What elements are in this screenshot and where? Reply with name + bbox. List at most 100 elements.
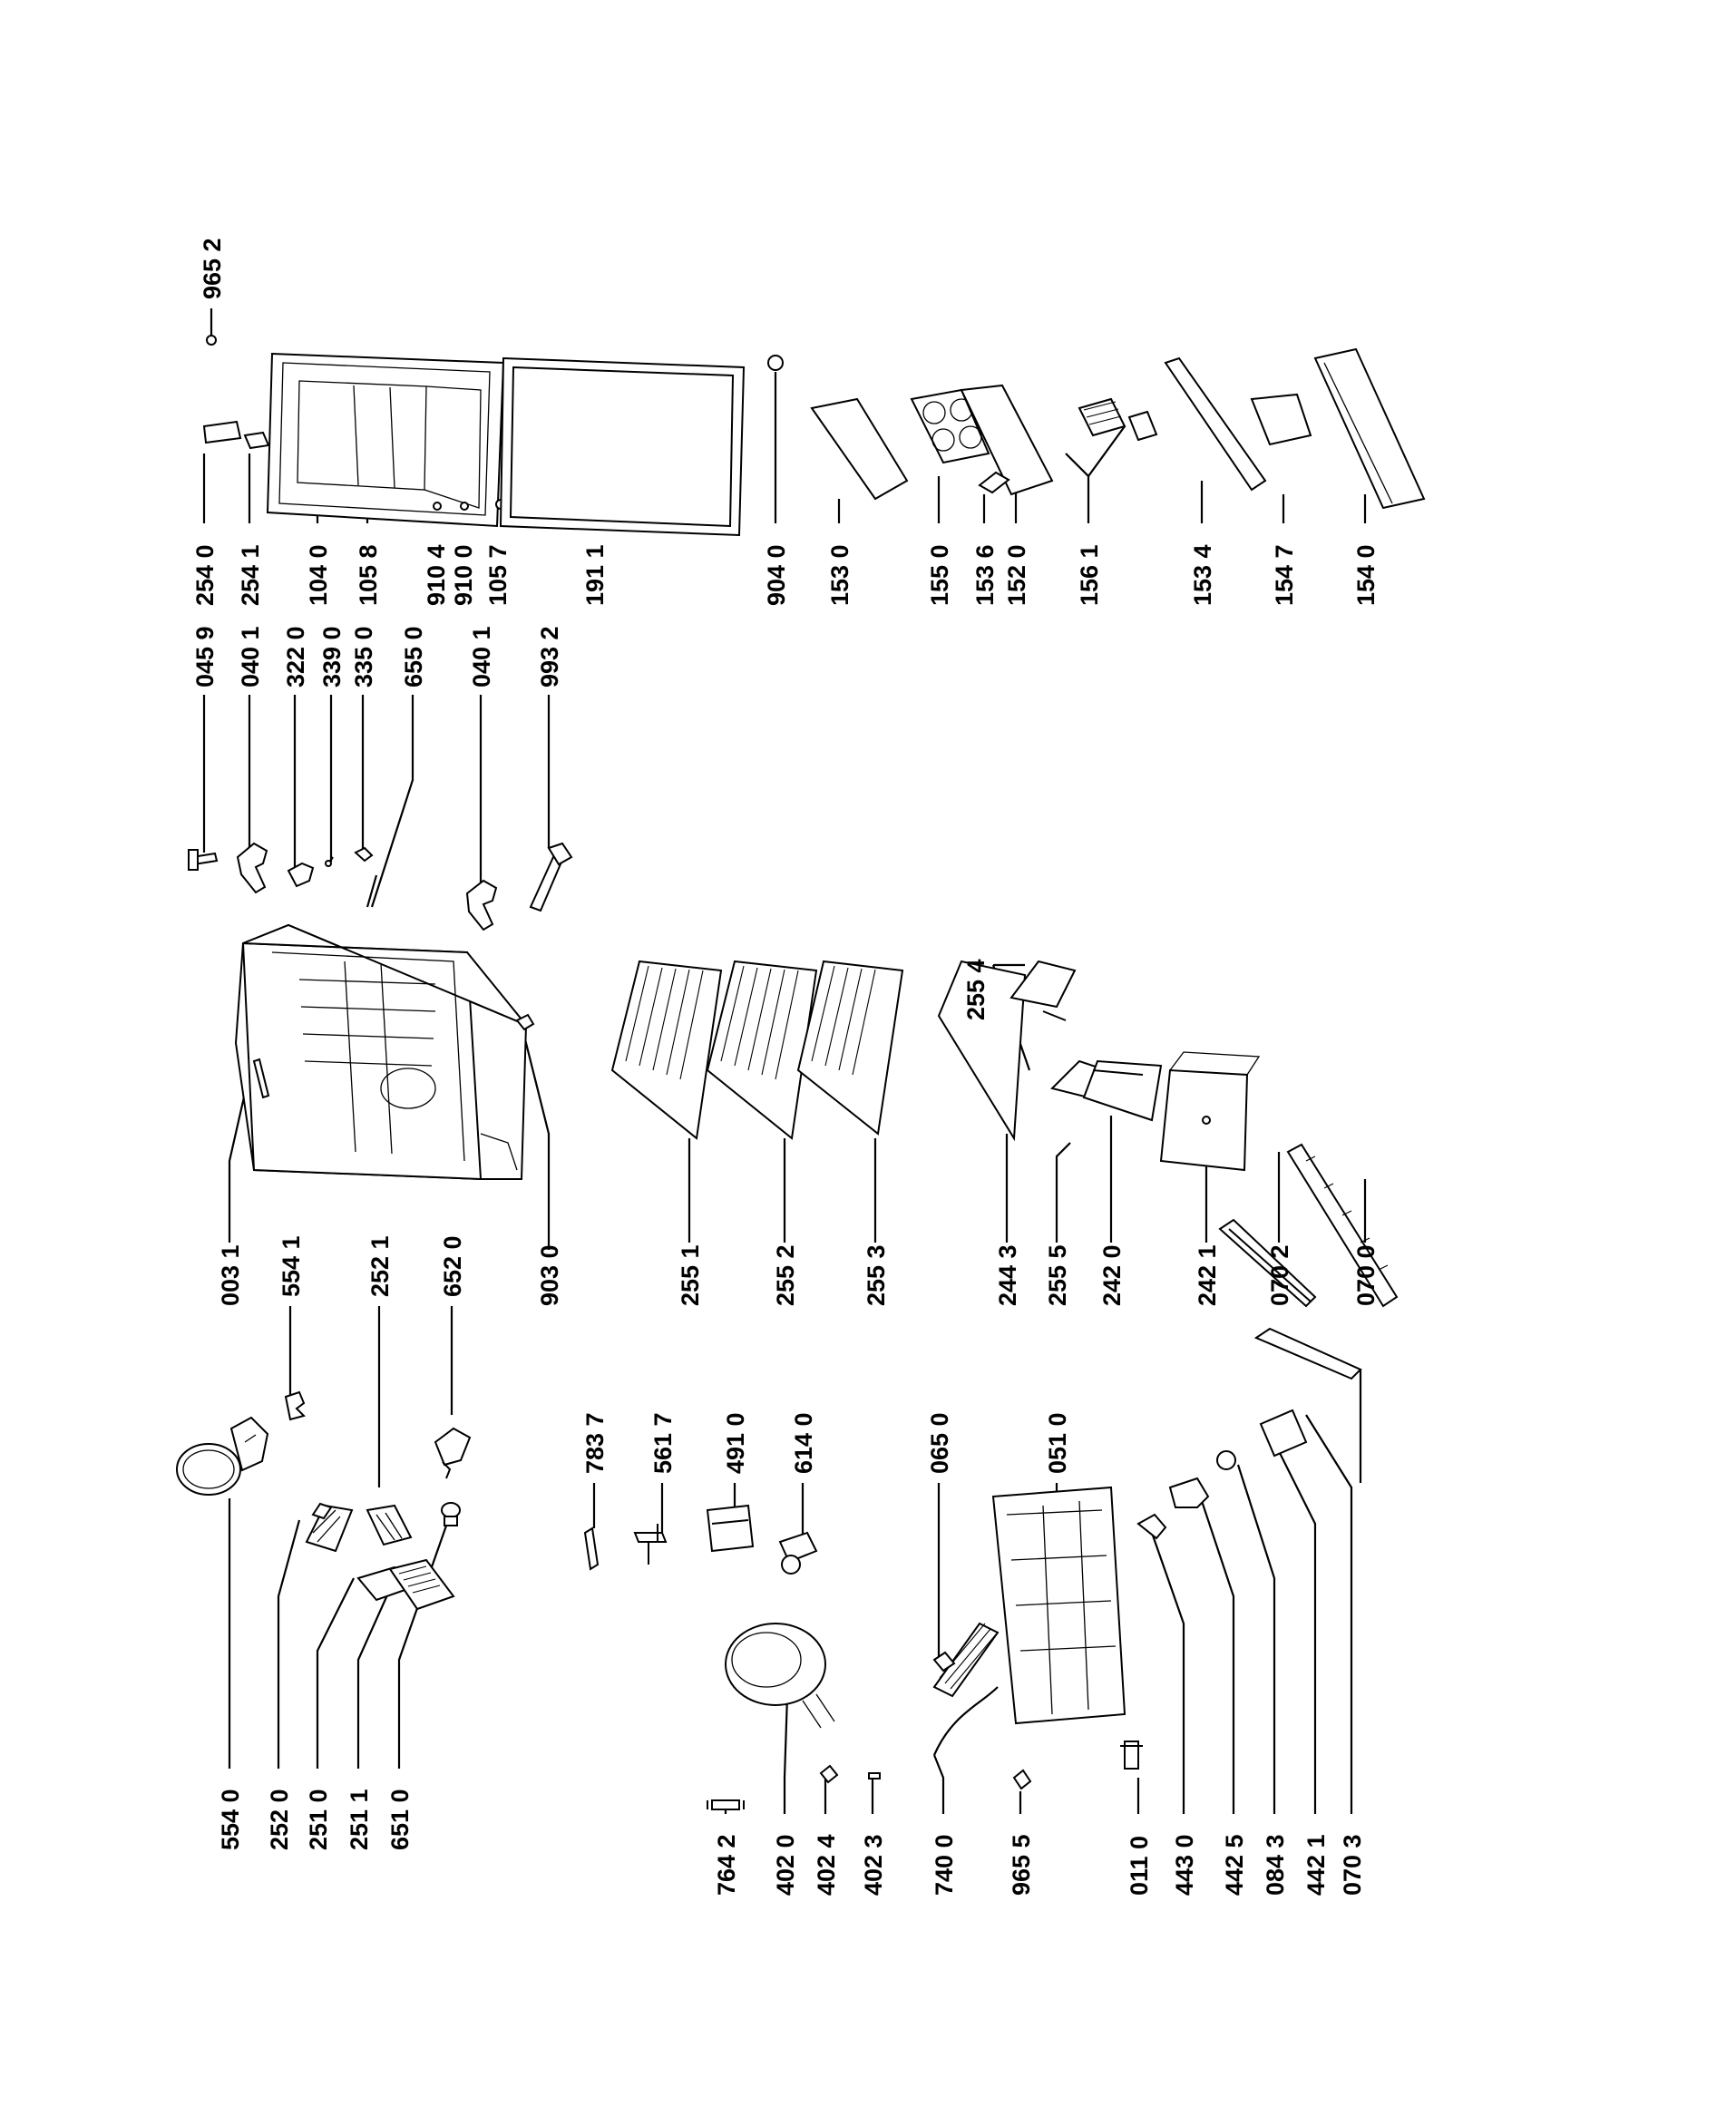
callout-label: 252 1 <box>366 1235 394 1297</box>
callout-label: 491 0 <box>722 1412 749 1474</box>
part-965-5 <box>1012 1769 1032 1790</box>
part-compressor <box>725 1623 835 1729</box>
callout-label: 065 0 <box>926 1412 953 1474</box>
part-614-0 <box>778 1531 818 1575</box>
callout-label: 153 0 <box>826 544 853 606</box>
callout-label: 339 0 <box>318 626 346 687</box>
part-door <box>266 352 505 528</box>
part-070-3 <box>1253 1327 1362 1380</box>
part-903 <box>515 1013 535 1031</box>
callout-label: 402 0 <box>772 1834 799 1896</box>
part-lamp-bulb <box>441 1502 461 1526</box>
part-783-7 <box>583 1526 600 1571</box>
callout-label: 910 0 <box>450 544 477 606</box>
part-crisper-cover <box>937 960 1027 1142</box>
callout-label: 153 4 <box>1189 544 1216 606</box>
part-shelf-1 <box>610 960 723 1140</box>
callout-label: 070 0 <box>1352 1244 1380 1306</box>
part-442-1 <box>1259 1409 1308 1458</box>
callout-label: 104 0 <box>305 544 332 606</box>
callout-label: 255 2 <box>772 1244 799 1306</box>
callout-label: 153 6 <box>971 544 999 606</box>
callout-label: 764 2 <box>713 1834 740 1896</box>
callout-label: 040 1 <box>237 626 264 687</box>
part-491-0 <box>706 1504 755 1553</box>
callout-label: 244 3 <box>994 1244 1021 1306</box>
callout-labels: 554 0 252 0 251 0 251 1 651 0 554 1 252 … <box>191 238 1380 1896</box>
callout-label: 443 0 <box>1171 1834 1198 1896</box>
callout-label: 335 0 <box>350 626 377 687</box>
callout-label: 154 0 <box>1352 544 1380 606</box>
part-lamp-holder <box>434 1427 472 1479</box>
callout-label: 254 0 <box>191 544 219 606</box>
part-011-0 <box>1120 1741 1143 1770</box>
callout-label: 904 0 <box>763 544 790 606</box>
callout-label: 003 1 <box>217 1244 244 1306</box>
part-shelf-2 <box>706 960 818 1140</box>
callout-label: 045 9 <box>191 626 219 687</box>
callout-label: 993 2 <box>536 626 563 687</box>
callout-label: 070 3 <box>1339 1834 1366 1896</box>
part-crisper-drawer <box>1159 1051 1261 1172</box>
callout-label: 051 0 <box>1044 1412 1071 1474</box>
callout-label: 254 1 <box>237 544 264 606</box>
part-rail-0702 <box>1218 1218 1317 1308</box>
callout-label: 154 7 <box>1271 544 1298 606</box>
callout-label: 251 0 <box>305 1789 332 1850</box>
callout-label: 105 7 <box>484 544 512 606</box>
part-561-7 <box>633 1524 668 1565</box>
callout-label: 554 0 <box>217 1789 244 1850</box>
part-065-0 <box>932 1651 956 1672</box>
part-443-0 <box>1136 1513 1167 1540</box>
callout-label: 255 4 <box>962 959 990 1020</box>
part-door-shelves <box>767 347 1426 510</box>
part-965-2 <box>206 335 217 346</box>
callout-label: 740 0 <box>931 1834 958 1896</box>
callout-label: 402 4 <box>813 1834 840 1896</box>
callout-label: 156 1 <box>1076 544 1103 606</box>
part-clip <box>284 1390 306 1421</box>
callout-label: 191 1 <box>581 544 609 606</box>
callout-label: 651 0 <box>386 1789 414 1850</box>
callout-label: 251 1 <box>346 1789 373 1850</box>
part-condenser-coil <box>932 1622 1000 1756</box>
callout-label: 255 3 <box>863 1244 890 1306</box>
callout-label: 783 7 <box>581 1412 609 1474</box>
part-crisper-box <box>1082 1059 1163 1122</box>
part-402-3 <box>868 1772 881 1780</box>
callout-label: 655 0 <box>400 626 427 687</box>
part-cabinet <box>234 923 528 1181</box>
part-thermostat-knob <box>176 1416 269 1496</box>
callout-label: 442 1 <box>1302 1834 1330 1896</box>
part-402-4 <box>819 1764 839 1784</box>
callout-label: 105 8 <box>355 544 382 606</box>
callout-label: 070 2 <box>1266 1244 1293 1306</box>
callout-label: 442 5 <box>1221 1834 1248 1896</box>
part-base-frame <box>991 1486 1126 1725</box>
part-drawings <box>176 335 1426 1810</box>
callout-label: 910 4 <box>423 544 450 606</box>
part-hinge-parts <box>188 842 573 931</box>
part-764-2 <box>707 1799 745 1810</box>
callout-label: 011 0 <box>1126 1836 1153 1896</box>
callout-label: 084 3 <box>1262 1834 1289 1896</box>
part-084-3 <box>1216 1450 1236 1470</box>
callout-label: 155 0 <box>926 544 953 606</box>
callout-label: 652 0 <box>439 1235 466 1297</box>
part-door-gasket <box>499 356 746 537</box>
callout-label: 242 0 <box>1098 1244 1126 1306</box>
callout-label: 614 0 <box>790 1412 817 1474</box>
callout-label: 965 2 <box>199 238 226 299</box>
callout-label: 255 1 <box>677 1244 704 1306</box>
callout-label: 152 0 <box>1003 544 1030 606</box>
callout-label: 965 5 <box>1008 1834 1035 1896</box>
callout-label: 255 5 <box>1044 1244 1071 1306</box>
part-shelf-3 <box>796 960 904 1136</box>
callout-label: 040 1 <box>468 626 495 687</box>
part-rail-0700 <box>1286 1143 1399 1308</box>
callout-label: 322 0 <box>282 626 309 687</box>
callout-label: 561 7 <box>649 1412 677 1474</box>
callout-label: 554 1 <box>278 1235 305 1297</box>
callout-label: 903 0 <box>536 1244 563 1306</box>
